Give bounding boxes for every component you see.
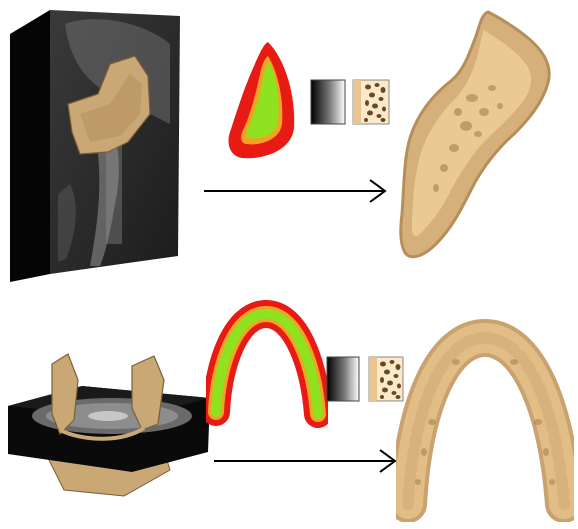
segmentation-axial	[206, 294, 328, 428]
textured-bone-slice-sagittal	[396, 8, 556, 264]
right-arrow-icon	[210, 446, 400, 476]
segmentation-sagittal	[224, 38, 304, 163]
bone-texture-swatch-sagittal	[352, 79, 390, 125]
ct-volume-sagittal	[10, 4, 190, 284]
gradient-swatch-axial	[326, 356, 360, 402]
gradient-swatch-sagittal	[310, 79, 346, 125]
right-arrow-icon	[200, 176, 390, 206]
ct-volume-axial	[4, 350, 214, 500]
textured-bone-slice-axial	[396, 312, 574, 522]
